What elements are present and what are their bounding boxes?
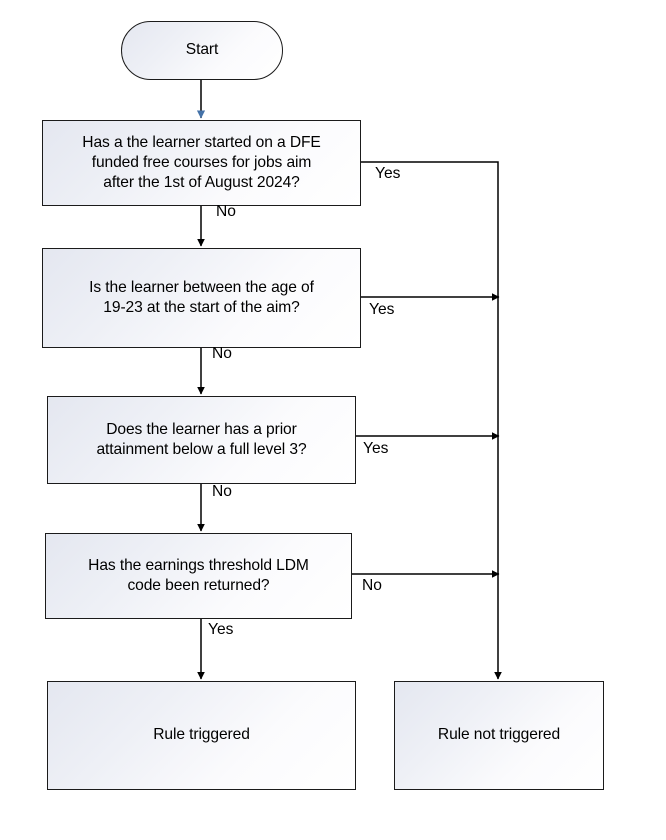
node-question-learner-age[interactable]: Is the learner between the age of 19-23 … (42, 248, 361, 348)
edge-label-q4-yes: Yes (208, 621, 234, 638)
edge-label-q2-no: No (212, 345, 232, 362)
node-rule-triggered[interactable]: Rule triggered (47, 681, 356, 790)
edge-label-q1-yes: Yes (375, 165, 401, 182)
edge-label-q2-yes: Yes (369, 301, 395, 318)
node-question-dfe-start-date-label: Has a the learner started on a DFE funde… (82, 133, 321, 192)
edge-label-q3-no: No (212, 483, 232, 500)
node-rule-not-triggered[interactable]: Rule not triggered (394, 681, 604, 790)
node-rule-not-triggered-label: Rule not triggered (437, 726, 561, 744)
node-rule-triggered-label: Rule triggered (153, 726, 250, 744)
node-question-learner-age-label: Is the learner between the age of 19-23 … (89, 278, 314, 316)
edge-label-q3-yes: Yes (363, 440, 389, 457)
edge-label-q1-no: No (216, 203, 236, 220)
node-question-ldm-code-label: Has the earnings threshold LDM code been… (88, 556, 309, 594)
connector-q1-yes-to-rule-not-triggered (361, 161, 502, 680)
node-question-prior-attainment[interactable]: Does the learner has a prior attainment … (47, 396, 356, 484)
node-question-ldm-code[interactable]: Has the earnings threshold LDM code been… (45, 533, 352, 619)
node-start[interactable]: Start (121, 21, 283, 80)
node-question-dfe-start-date[interactable]: Has a the learner started on a DFE funde… (42, 120, 361, 206)
node-start-label: Start (185, 41, 219, 59)
node-question-prior-attainment-label: Does the learner has a prior attainment … (96, 420, 307, 458)
edge-label-q4-no: No (362, 577, 382, 594)
